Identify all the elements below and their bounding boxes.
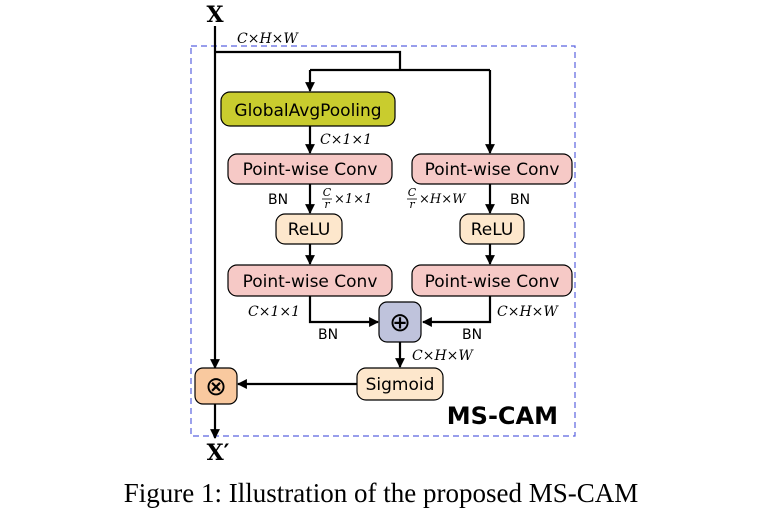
ms-cam-diagram: X X′ MS-CAM GlobalAvgPooling Point [190, 2, 576, 466]
global-avg-pooling-node: GlobalAvgPooling [220, 91, 396, 127]
sigmoid-node: Sigmoid [356, 367, 444, 401]
add-out-shape-label: C×H×W [412, 348, 474, 364]
global-reduced-num: C [323, 186, 332, 199]
bn-local-2: BN [462, 327, 482, 343]
bn-global-2: BN [318, 327, 338, 343]
add-icon: ⊕ [389, 308, 411, 338]
local-reduced-rest: ×H×W [419, 192, 467, 207]
global-out-shape-label: C×1×1 [248, 304, 300, 320]
global-pwconv1-label: Point-wise Conv [243, 160, 378, 180]
output-label: X′ [207, 440, 230, 466]
global-reduced-den: r [324, 198, 330, 211]
local-reduced-den: r [409, 198, 415, 211]
pool-out-shape-label: C×1×1 [320, 132, 372, 148]
local-relu-node: ReLU [459, 213, 525, 245]
multiply-node: ⊗ [194, 367, 238, 405]
local-relu-label: ReLU [471, 220, 514, 240]
bn-global-1: BN [268, 192, 288, 208]
add-node: ⊕ [378, 301, 422, 343]
global-reduced-shape-label: C r ×1×1 [322, 186, 372, 211]
global-relu-node: ReLU [275, 213, 343, 245]
edge-gpw2-to-add [308, 296, 379, 327]
input-label: X [206, 2, 224, 28]
local-pwconv1-node: Point-wise Conv [411, 153, 573, 185]
local-reduced-num: C [408, 186, 417, 199]
local-pwconv2-label: Point-wise Conv [425, 272, 560, 292]
bn-local-1: BN [510, 192, 530, 208]
local-pwconv2-node: Point-wise Conv [411, 264, 573, 297]
edge-split [215, 50, 402, 70]
figure-caption: Figure 1: Illustration of the proposed M… [123, 478, 639, 508]
module-name: MS-CAM [447, 402, 558, 430]
global-pwconv2-node: Point-wise Conv [227, 264, 393, 297]
local-out-shape-label: C×H×W [497, 304, 559, 320]
local-pwconv1-label: Point-wise Conv [425, 160, 560, 180]
global-reduced-rest: ×1×1 [334, 192, 372, 207]
global-avg-pooling-label: GlobalAvgPooling [234, 101, 381, 121]
global-pwconv2-label: Point-wise Conv [243, 272, 378, 292]
global-relu-label: ReLU [288, 220, 331, 240]
input-shape-label: C×H×W [237, 31, 299, 47]
global-pwconv1-node: Point-wise Conv [227, 153, 393, 185]
local-reduced-shape-label: C r ×H×W [407, 186, 467, 211]
multiply-icon: ⊗ [205, 372, 227, 402]
sigmoid-label: Sigmoid [366, 375, 435, 395]
edge-lpw2-to-add [422, 296, 492, 327]
module-boundary [190, 45, 576, 437]
edges [210, 26, 495, 439]
